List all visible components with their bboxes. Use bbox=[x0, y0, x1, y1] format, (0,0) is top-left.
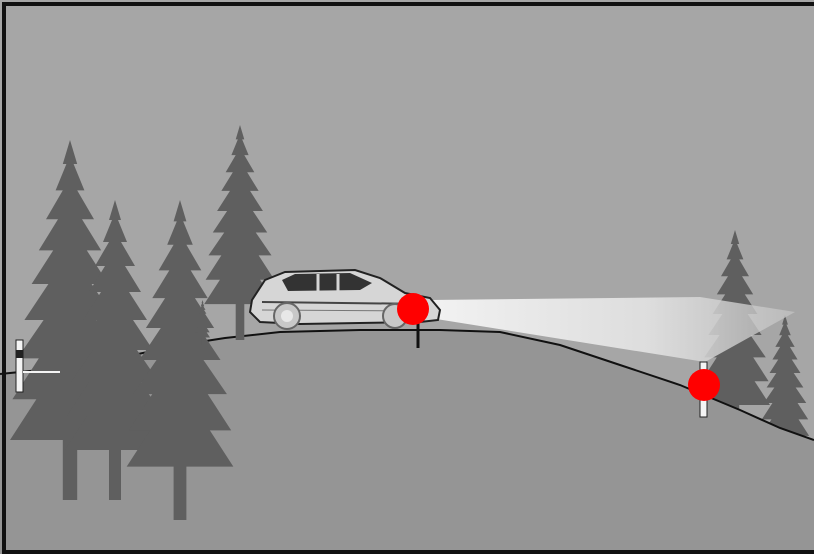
red-dot-icon[interactable] bbox=[688, 369, 720, 401]
red-dot-icon[interactable] bbox=[397, 293, 429, 325]
